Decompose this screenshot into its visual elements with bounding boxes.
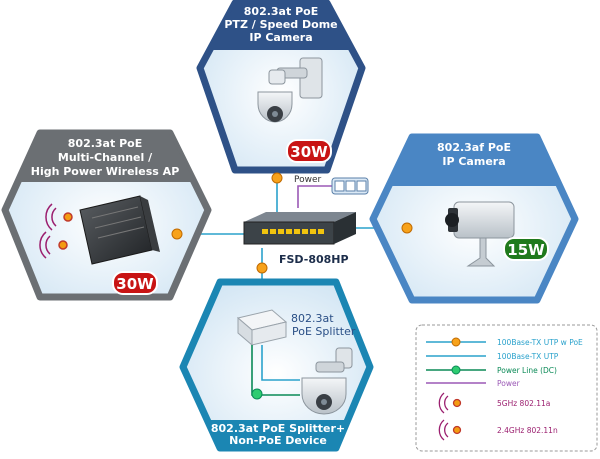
left-title-line-2: Multi-Channel / — [58, 151, 153, 164]
node-left-wireless-ap: 802.3at PoE Multi-Channel / High Power W… — [1, 129, 212, 301]
line-utp-to-camera — [261, 345, 300, 381]
wifi-a-signal-icon — [45, 203, 73, 231]
switch-model-label: FSD-808HP — [279, 253, 349, 266]
dc-dot-icon — [251, 388, 263, 400]
ptz-camera-icon — [257, 57, 323, 123]
legend: 100Base-TX UTP w PoE 100Base-TX UTP Powe… — [415, 324, 598, 452]
legend-label: Power Line (DC) — [497, 366, 557, 375]
wifi-n-icon — [438, 419, 462, 441]
node-right-ip-camera: 802.3af PoE IP Camera 15W — [369, 133, 579, 304]
poe-switch: FSD-808HP — [243, 212, 356, 266]
power-label: Power — [294, 175, 322, 185]
wifi-n-signal-icon — [39, 231, 68, 259]
legend-item-dc: Power Line (DC) — [426, 365, 557, 375]
left-title-line-1: 802.3at PoE — [68, 137, 142, 150]
right-power-badge-text: 15W — [507, 241, 545, 259]
switch-side — [334, 212, 356, 244]
legend-label: 5GHz 802.11a — [497, 399, 550, 408]
power-outlet-icon — [331, 177, 369, 195]
node-bottom-splitter: 802.3at PoE Splitter+ Non-PoE Device 802… — [179, 278, 374, 452]
top-power-badge-text: 30W — [290, 143, 328, 161]
legend-label: 2.4GHz 802.11n — [497, 426, 558, 435]
hex-right-header — [387, 138, 562, 186]
switch-top — [244, 212, 356, 222]
legend-item-2-4ghz: 2.4GHz 802.11n — [438, 419, 558, 441]
node-top-ptz-camera: 802.3at PoE PTZ / Speed Dome IP Camera 3… — [196, 0, 366, 174]
top-title-line-1: 802.3at PoE — [244, 5, 318, 18]
hex-top-header — [207, 4, 355, 50]
top-power-badge — [286, 139, 332, 163]
left-power-badge-text: 30W — [116, 275, 154, 293]
splitter-label-line-1: 802.3at — [291, 312, 334, 325]
dc-dot-icon — [451, 365, 461, 375]
bottom-title-line-2: Non-PoE Device — [229, 434, 327, 447]
legend-item-power: Power — [426, 379, 521, 388]
hex-left-header — [17, 134, 195, 182]
top-title-line-3: IP Camera — [249, 31, 312, 44]
poe-dot-icon — [171, 228, 183, 240]
legend-item-5ghz: 5GHz 802.11a — [438, 392, 550, 414]
switch-ports — [262, 229, 324, 234]
left-title-line-3: High Power Wireless AP — [31, 165, 180, 178]
top-title-line-2: PTZ / Speed Dome — [224, 18, 337, 31]
bottom-title-line-1: 802.3at PoE Splitter+ — [211, 422, 345, 435]
left-power-badge — [112, 271, 158, 295]
poe-dot-icon — [256, 262, 268, 274]
access-point-icon — [79, 195, 160, 265]
right-title-line-2: IP Camera — [442, 155, 505, 168]
right-power-badge — [503, 237, 549, 261]
wifi-a-icon — [438, 392, 462, 414]
line-power — [297, 185, 332, 208]
poe-splitter-icon — [236, 309, 288, 347]
right-title-line-1: 802.3af PoE — [437, 141, 511, 154]
legend-label: 100Base-TX UTP w PoE — [497, 338, 583, 347]
poe-connectors — [171, 172, 413, 274]
legend-item-utp-poe: 100Base-TX UTP w PoE — [426, 337, 583, 347]
poe-dot-icon — [401, 222, 413, 234]
legend-label: 100Base-TX UTP — [497, 352, 559, 361]
legend-item-utp: 100Base-TX UTP — [426, 352, 559, 361]
poe-dot-icon — [451, 337, 461, 347]
speed-dome-camera-icon — [301, 347, 353, 415]
splitter-label-line-2: PoE Splitter — [292, 325, 356, 338]
legend-label: Power — [497, 379, 521, 388]
poe-dot-icon — [271, 172, 283, 184]
hex-bottom-footer — [206, 420, 350, 447]
box-camera-icon — [445, 201, 515, 267]
